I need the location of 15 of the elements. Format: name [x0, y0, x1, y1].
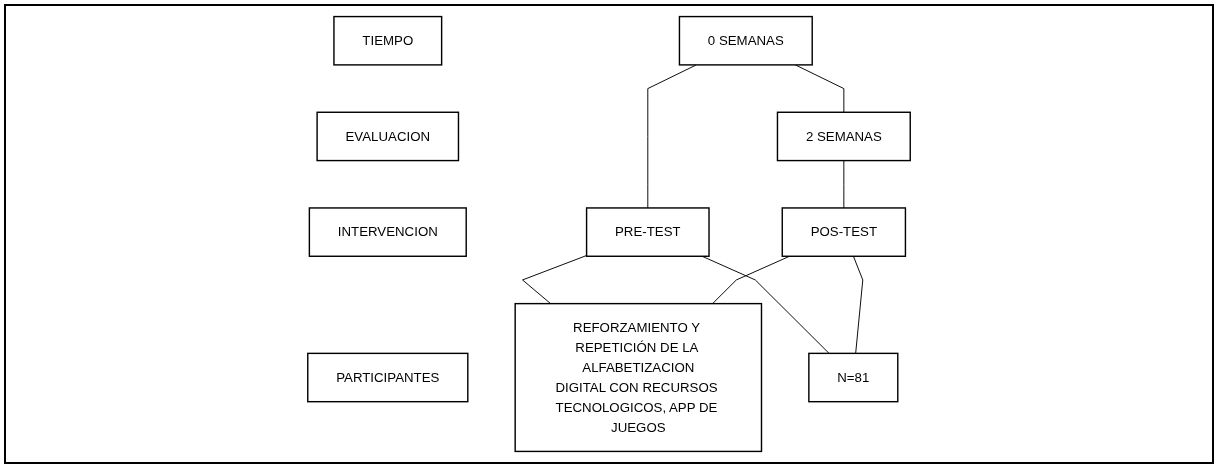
node-box: REFORZAMIENTO Y REPETICIÓN DE LA ALFABETIZACION DIGITAL CON RECURSOS TECNOLOGICOS, APP DE JUEGOS — [514, 302, 763, 453]
connector — [522, 255, 588, 305]
connector — [852, 255, 864, 354]
node-box: POS-TEST — [781, 207, 907, 257]
connector — [647, 64, 697, 209]
connector — [794, 64, 845, 113]
node-box: N=81 — [808, 352, 899, 403]
connector — [843, 160, 845, 209]
node-box: 0 SEMANAS — [678, 15, 813, 66]
node-box: PARTICIPANTES — [307, 352, 469, 403]
node-box: 2 SEMANAS — [776, 111, 911, 162]
node-box: EVALUACION — [316, 111, 460, 162]
node-box: TIEMPO — [333, 15, 443, 66]
node-box: INTERVENCION — [308, 207, 467, 257]
node-box: PRE-TEST — [585, 207, 710, 257]
